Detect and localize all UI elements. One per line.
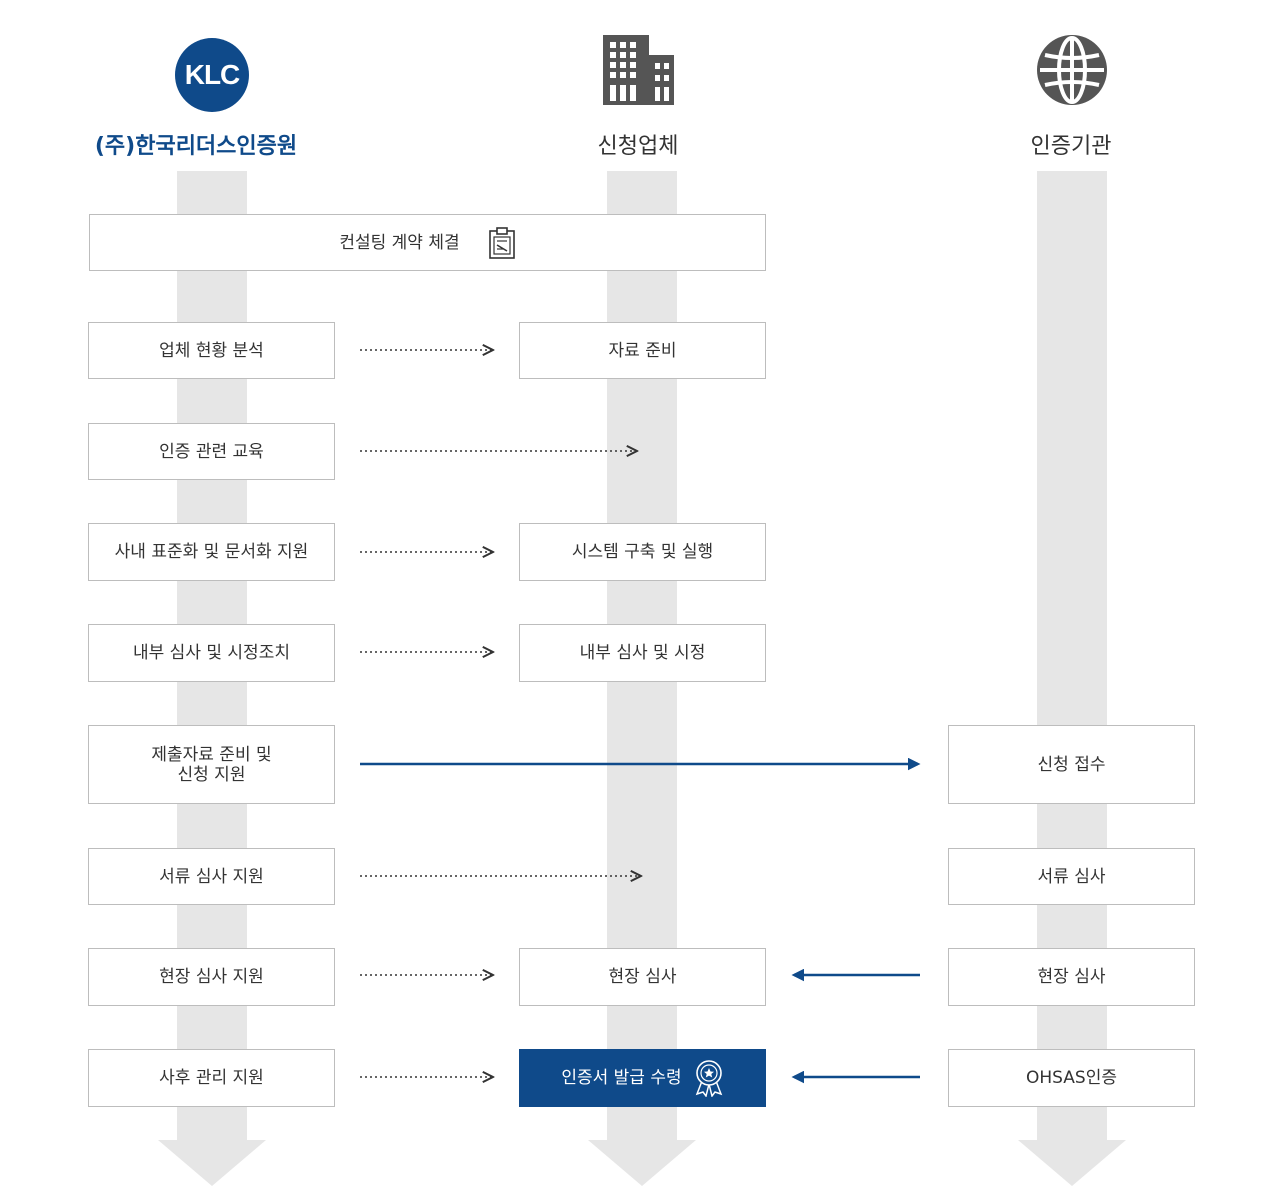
- step-site-audit-support: 현장 심사 지원: [88, 948, 335, 1006]
- step-site-audit-applicant: 현장 심사: [519, 948, 766, 1006]
- step-system-build: 시스템 구축 및 실행: [519, 523, 766, 581]
- step-internal-audit: 내부 심사 및 시정: [519, 624, 766, 682]
- award-ribbon-icon: [695, 1060, 722, 1097]
- lane-applicant-arrowhead: [588, 1140, 696, 1186]
- globe-icon: [1037, 35, 1107, 105]
- building-icon: [603, 35, 674, 105]
- column-title-applicant: 신청업체: [597, 134, 679, 159]
- step-submission-support: 제출자료 준비 및 신청 지원: [88, 725, 335, 804]
- step-certificate-label: 인증서 발급 수령: [561, 1068, 682, 1088]
- step-doc-review-support: 서류 심사 지원: [88, 848, 335, 905]
- klc-logo: KLC: [175, 38, 249, 112]
- step-certificate: 인증서 발급 수령: [519, 1049, 766, 1107]
- step-site-audit-certifier: 현장 심사: [948, 948, 1195, 1006]
- clipboard-icon: [488, 226, 515, 259]
- column-title-klc: (주)한국리더스인증원: [94, 134, 298, 159]
- column-title-certifier: 인증기관: [1030, 134, 1112, 159]
- step-education: 인증 관련 교육: [88, 423, 335, 480]
- step-contract: 컨설팅 계약 체결: [89, 214, 766, 271]
- step-prep-materials: 자료 준비: [519, 322, 766, 379]
- step-doc-review: 서류 심사: [948, 848, 1195, 905]
- step-ohsas: OHSAS인증: [948, 1049, 1195, 1107]
- lane-klc-arrowhead: [158, 1140, 266, 1186]
- lane-certifier-arrowhead: [1018, 1140, 1126, 1186]
- step-contract-label: 컨설팅 계약 체결: [339, 232, 460, 253]
- step-application-receipt: 신청 접수: [948, 725, 1195, 804]
- step-standardization: 사내 표준화 및 문서화 지원: [88, 523, 335, 581]
- step-analysis: 업체 현황 분석: [88, 322, 335, 379]
- step-aftercare: 사후 관리 지원: [88, 1049, 335, 1107]
- step-internal-audit-fix: 내부 심사 및 시정조치: [88, 624, 335, 682]
